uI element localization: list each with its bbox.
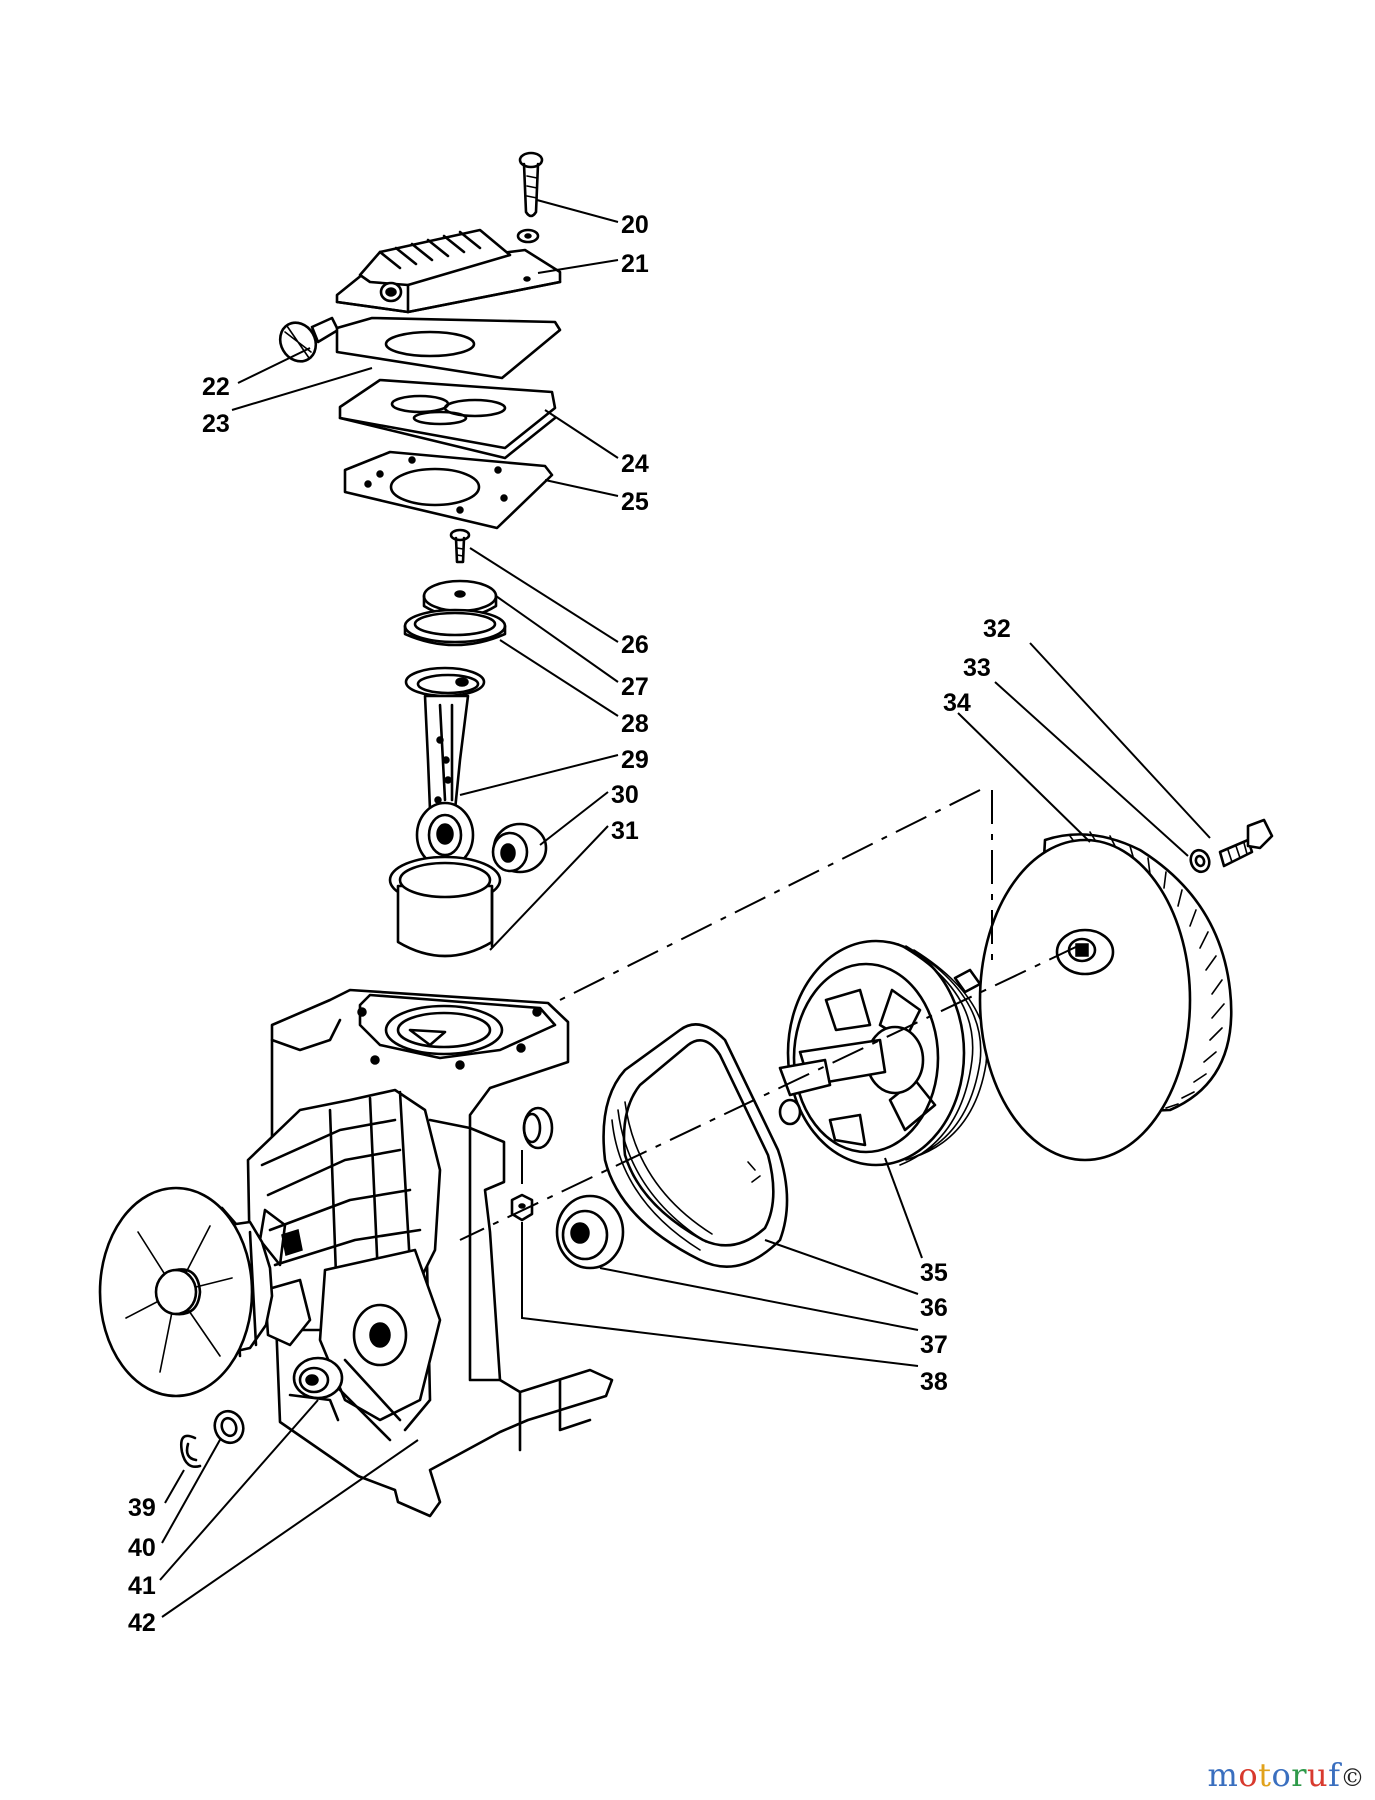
callout-29: 29 [621,746,649,774]
part-valve-plate-24 [338,378,557,460]
callout-24: 24 [621,450,649,478]
callout-28: 28 [621,710,649,738]
part-bearing-37 [555,1194,625,1270]
callout-labels: 20 21 22 23 24 25 26 27 28 29 30 31 32 3… [128,211,1011,1637]
watermark-letter: o [1271,1756,1292,1794]
callout-32: 32 [983,615,1011,643]
callout-38: 38 [920,1368,948,1396]
callout-31: 31 [611,817,639,845]
watermark-letter: u [1307,1756,1329,1794]
part-washer-40 [213,1409,245,1445]
part-cylinder-head-21 [335,228,562,336]
part-circlip-39 [180,1434,202,1468]
part-washer-33 [1189,848,1211,874]
callout-39: 39 [128,1494,156,1522]
watermark-letter: m [1207,1756,1239,1794]
callout-40: 40 [128,1534,156,1562]
part-drive-belt-36 [602,1023,789,1268]
part-connecting-rod-29 [404,666,486,869]
part-screw-26 [449,528,471,564]
part-screw-20 [516,151,544,244]
callout-30: 30 [611,781,639,809]
watermark-letter: r [1291,1756,1308,1794]
part-bearing-30 [491,822,548,874]
callout-35: 35 [920,1259,948,1287]
part-motor-fan [98,1186,274,1398]
part-motor [246,1088,442,1442]
callout-33: 33 [963,654,991,682]
callout-23: 23 [202,410,230,438]
watermark-letter: t [1258,1756,1272,1794]
callout-36: 36 [920,1294,948,1322]
callout-42: 42 [128,1609,156,1637]
watermark-copyright-mark: © [1340,1764,1365,1792]
callout-25: 25 [621,488,649,516]
part-fan-wheel-34 [978,831,1233,1162]
motoruf-watermark-logo: motoruf© [1208,1756,1365,1794]
callout-41: 41 [128,1572,156,1600]
callout-21: 21 [621,250,649,278]
watermark-letter: f [1328,1756,1341,1794]
assembly-axis-lines [459,789,1081,1241]
part-pulley-35 [778,939,988,1167]
part-bearing-seat-42 [288,1393,340,1422]
callout-22: 22 [202,373,230,401]
callout-20: 20 [621,211,649,239]
callout-34: 34 [943,689,971,717]
part-piston-ring-28 [403,608,507,647]
callout-26: 26 [621,631,649,659]
leader-lines [159,199,1211,1618]
part-cylinder-31 [388,855,502,958]
part-bolt-32 [1218,818,1274,868]
part-gasket-25 [343,450,554,530]
callout-37: 37 [920,1331,948,1359]
callout-27: 27 [621,673,649,701]
watermark-letter: o [1238,1756,1259,1794]
part-bearing-41 [292,1356,344,1400]
part-gasket-23 [335,316,562,380]
